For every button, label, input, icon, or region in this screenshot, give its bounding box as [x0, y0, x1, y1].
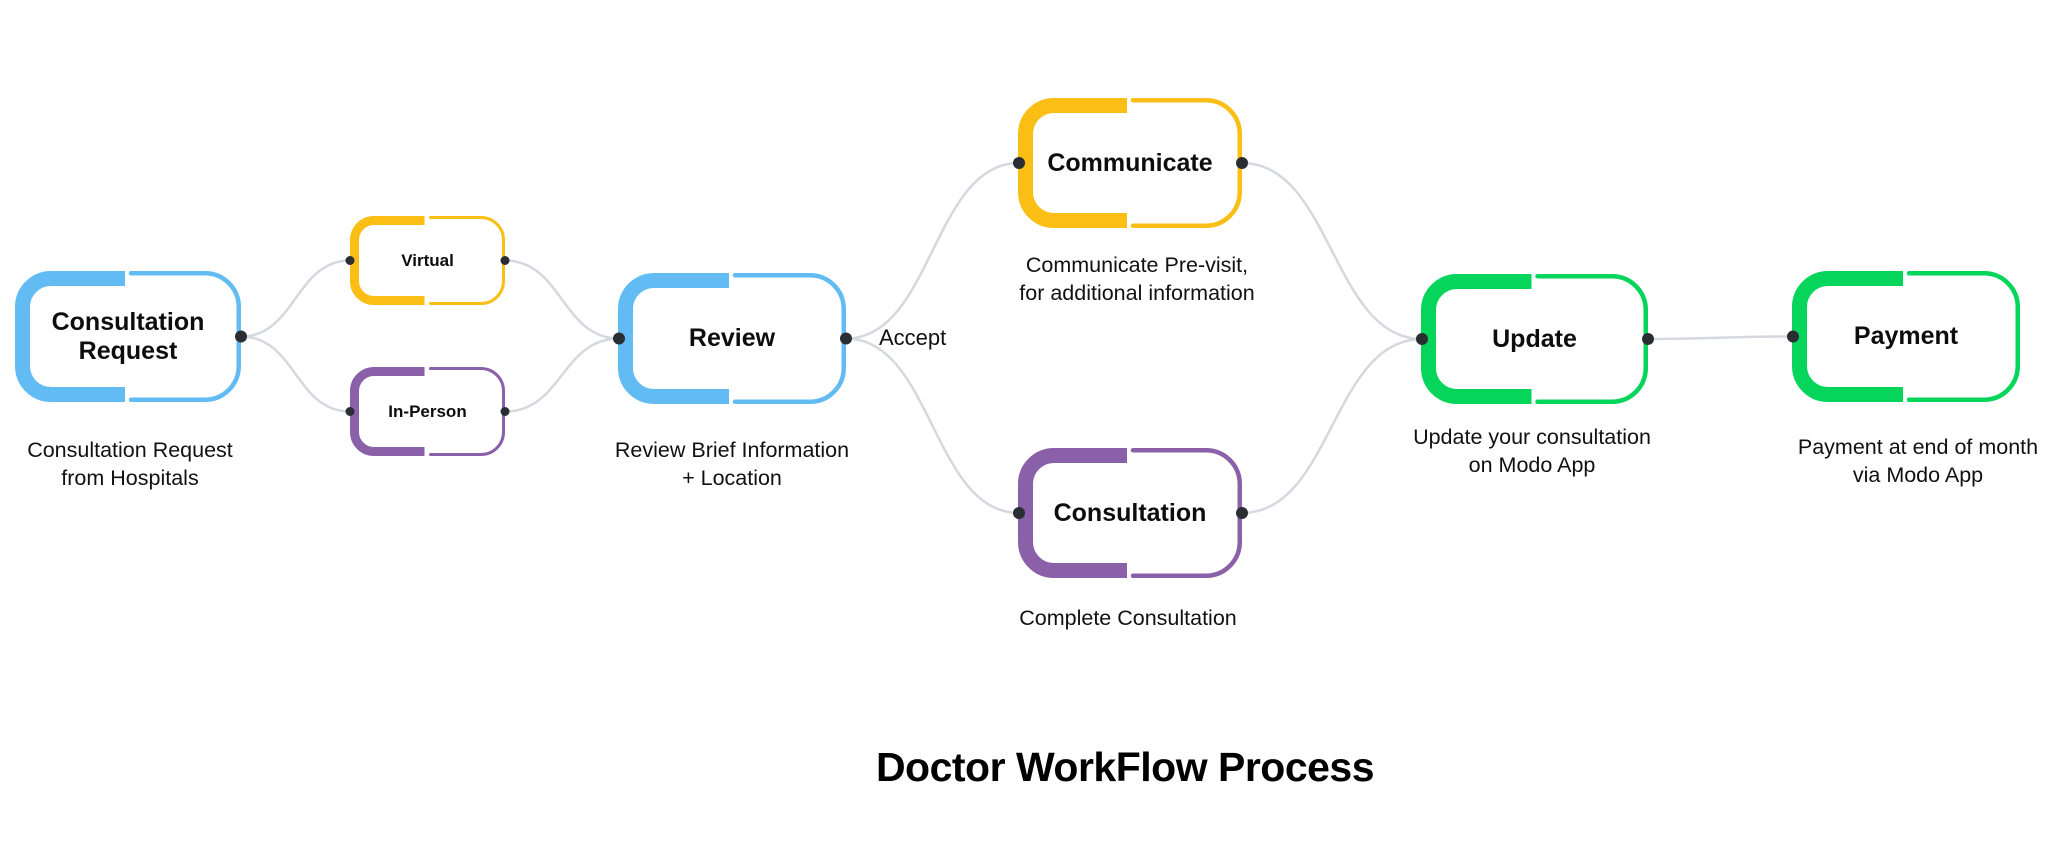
node-left-border: [1421, 274, 1532, 404]
port-out-update[interactable]: [1642, 333, 1654, 345]
connector-consultation-to-update: [1241, 337, 1423, 515]
port-in-communicate[interactable]: [1013, 157, 1025, 169]
node-label-virtual[interactable]: Virtual: [401, 250, 454, 270]
node-description-consultation: Complete Consultation: [928, 604, 1328, 632]
connector-consultation-request-to-in-person: [240, 335, 351, 413]
node-left-border: [15, 271, 125, 402]
connector-review-to-consultation: [845, 337, 1020, 515]
description-line: Consultation Request: [27, 438, 233, 462]
connector-consultation-request-to-virtual: [240, 259, 351, 338]
description-line: Update your consultation: [1413, 425, 1651, 449]
connector-virtual-to-review: [504, 259, 620, 340]
node-left-border: [1018, 448, 1127, 578]
node-label-communicate[interactable]: Communicate: [1047, 148, 1213, 177]
description-line: via Modo App: [1852, 463, 1984, 487]
ports: [235, 157, 1799, 519]
description-line: for additional information: [1019, 281, 1255, 305]
node-payment[interactable]: [1792, 271, 2020, 402]
port-in-virtual[interactable]: [345, 256, 355, 265]
node-label-consultation-request[interactable]: Consultation Request: [51, 307, 205, 365]
node-label-update[interactable]: Update: [1492, 324, 1577, 353]
node-label-review[interactable]: Review: [688, 324, 776, 353]
node-right-border: [1906, 271, 2020, 402]
port-out-review[interactable]: [840, 332, 852, 345]
node-label-in-person[interactable]: In-Person: [388, 401, 467, 421]
node-left-border: [618, 273, 729, 404]
node-description-communicate: Communicate Pre-visit, for additional inf…: [937, 251, 1337, 307]
description-line: Review Brief Information: [614, 438, 850, 462]
node-description-payment: Payment at end of month via Modo App: [1718, 433, 2052, 489]
port-in-consultation[interactable]: [1013, 507, 1025, 519]
port-in-update[interactable]: [1416, 333, 1428, 345]
node-description-update: Update your consultation on Modo App: [1332, 423, 1732, 479]
port-out-consultation-request[interactable]: [235, 330, 247, 343]
description-line: Complete Consultation: [1019, 606, 1237, 630]
connectors: [240, 161, 1794, 515]
port-in-in-person[interactable]: [345, 407, 355, 416]
description-line: + Location: [682, 466, 782, 490]
port-out-communicate[interactable]: [1236, 157, 1248, 169]
node-left-border: [1792, 271, 1903, 402]
port-in-review[interactable]: [613, 332, 625, 345]
description-line: on Modo App: [1468, 453, 1596, 477]
description-line: Communicate Pre-visit,: [1025, 253, 1249, 277]
port-out-virtual[interactable]: [500, 256, 510, 265]
node-description-review: Review Brief Information + Location: [532, 436, 932, 492]
port-out-in-person[interactable]: [500, 407, 510, 416]
description-line: Payment at end of month: [1797, 435, 2039, 459]
node-label-consultation[interactable]: Consultation: [1053, 498, 1207, 527]
connector-update-to-payment: [1647, 335, 1794, 341]
connector-review-to-communicate: [845, 161, 1020, 340]
node-description-consultation-request: Consultation Request from Hospitals: [0, 436, 330, 492]
node-label-payment[interactable]: Payment: [1853, 322, 1959, 351]
port-in-payment[interactable]: [1787, 330, 1799, 343]
edge-label-accept: Accept: [879, 325, 947, 350]
connector-communicate-to-update: [1241, 161, 1423, 341]
node-left-border: [1018, 98, 1127, 228]
port-out-consultation[interactable]: [1236, 507, 1248, 519]
diagram-title: Doctor WorkFlow Process: [875, 744, 1375, 790]
connector-in-person-to-review: [504, 337, 620, 413]
description-line: from Hospitals: [61, 466, 199, 490]
